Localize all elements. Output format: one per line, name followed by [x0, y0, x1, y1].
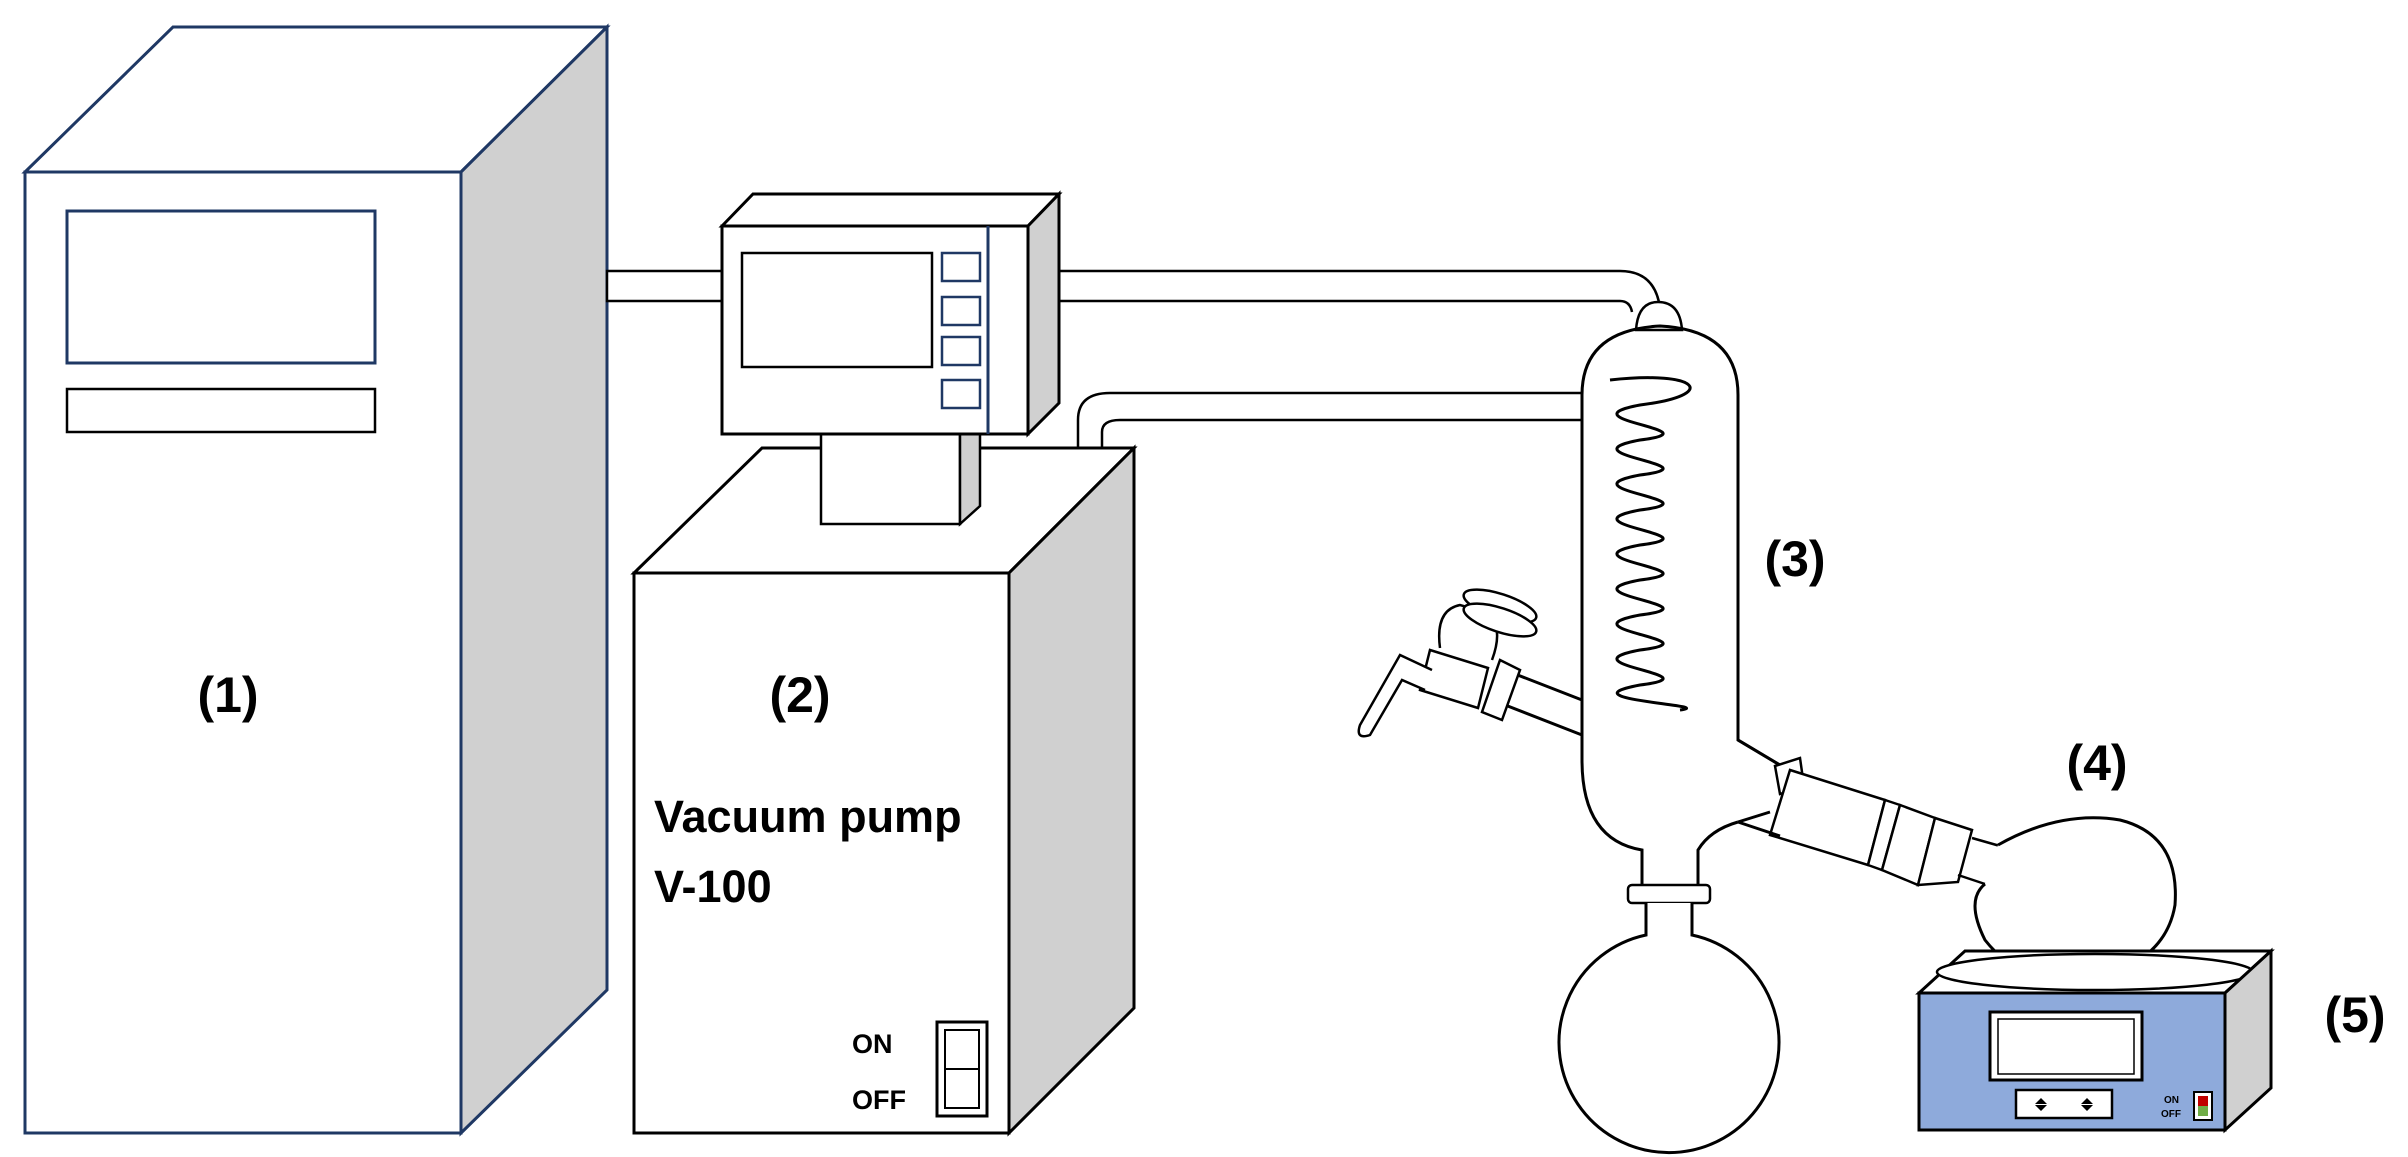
controller-button-1[interactable] [940, 251, 982, 283]
pump-name-line2: V-100 [654, 861, 772, 912]
tube-controller-to-condenser-top [1058, 269, 1662, 313]
bath-temp-buttons[interactable] [2014, 1088, 2114, 1120]
label-unit-1: (1) [197, 667, 258, 723]
stopcock-valve[interactable] [1357, 583, 1540, 738]
flask-body [1557, 903, 1781, 1155]
pump-switch-off-label: OFF [852, 1085, 906, 1115]
chiller-cabinet [21, 23, 611, 1137]
label-unit-3: (3) [1764, 531, 1825, 587]
tube-pump-to-condenser-side [1076, 391, 1582, 448]
label-unit-5: (5) [2324, 987, 2385, 1043]
condenser-top-joint [1634, 300, 1684, 332]
controller-top [718, 192, 1063, 228]
pump-switch-on-label: ON [852, 1029, 893, 1059]
flask-clamp [1626, 883, 1712, 905]
condenser [1499, 300, 1791, 890]
condenser-lower-bulb [1580, 759, 1739, 890]
evaporating-flask [1973, 816, 2177, 982]
label-unit-4: (4) [2066, 735, 2127, 791]
pump-controller [718, 190, 1063, 438]
pump-neck [819, 432, 962, 526]
vacuum-pump [630, 413, 1138, 1137]
controller-side [1026, 190, 1061, 438]
bath-arrow-right-icon [2081, 1098, 2093, 1111]
pump-name-line1: Vacuum pump [654, 791, 962, 842]
condenser-side-arm [1499, 670, 1583, 737]
bath-arrow-left-icon [2035, 1098, 2047, 1111]
rotary-joint [1737, 738, 2001, 887]
bath-switch-off-label: OFF [2161, 1109, 2181, 1120]
cabinet-panel [65, 387, 377, 434]
controller-display [740, 251, 934, 369]
condenser-coil [1609, 376, 1692, 712]
controller-button-4[interactable] [940, 378, 982, 410]
heating-bath [1915, 947, 2275, 1134]
label-unit-2: (2) [769, 667, 830, 723]
controller-button-2[interactable] [940, 295, 982, 327]
bath-rim [1935, 952, 2255, 992]
tube-cabinet-to-controller [605, 269, 726, 303]
cabinet-side [459, 23, 609, 1137]
bath-switch-on-label: ON [2164, 1095, 2179, 1106]
receiving-flask [1557, 883, 1781, 1155]
controller-button-3[interactable] [940, 335, 982, 367]
cabinet-display [65, 209, 377, 365]
